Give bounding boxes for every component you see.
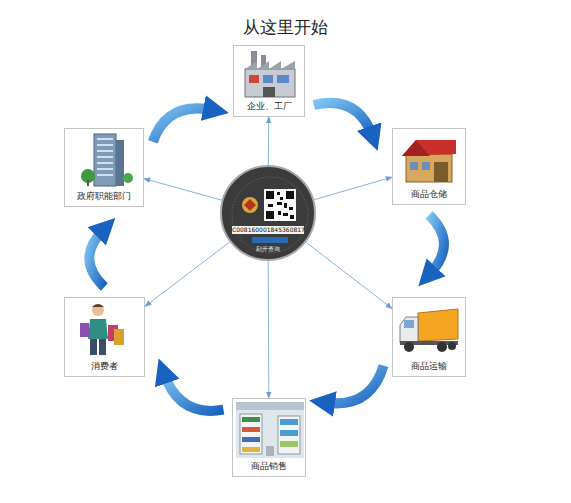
box-label: 政府职能部门 bbox=[65, 191, 143, 202]
process-box: 商品仓储 bbox=[392, 128, 466, 205]
scratch-label: 刮开查询 bbox=[222, 245, 314, 253]
process-box: 商品销售 bbox=[232, 398, 306, 477]
leader-arrow bbox=[314, 177, 392, 199]
flow-arrow bbox=[429, 215, 444, 275]
factory-icon bbox=[237, 49, 303, 101]
warehouse-icon bbox=[396, 132, 462, 186]
building-icon bbox=[68, 132, 140, 188]
flow-arrow bbox=[153, 108, 214, 141]
leader-arrow bbox=[268, 261, 270, 398]
box-label: 商品仓储 bbox=[393, 189, 465, 200]
flow-arrow bbox=[325, 366, 384, 404]
box-label: 商品运输 bbox=[393, 361, 465, 372]
diagram-title: 从这里开始 bbox=[0, 16, 571, 39]
box-label: 消费者 bbox=[65, 361, 144, 372]
serial-number: C008160001845360817 bbox=[232, 226, 304, 234]
leader-arrow bbox=[306, 242, 392, 308]
process-box: 政府职能部门 bbox=[64, 128, 144, 207]
flow-arrow bbox=[164, 373, 224, 411]
process-box: 消费者 bbox=[64, 297, 145, 377]
truck-icon bbox=[396, 301, 462, 357]
flow-arrow bbox=[89, 229, 104, 287]
leader-arrow bbox=[268, 117, 269, 165]
leader-arrow bbox=[144, 179, 222, 201]
seal-circle: C008160001845360817 刮开查询 bbox=[220, 165, 316, 261]
process-box: 企业、工厂 bbox=[233, 45, 305, 117]
store-icon bbox=[236, 402, 304, 458]
box-label: 商品销售 bbox=[233, 461, 305, 472]
leader-arrow bbox=[145, 242, 230, 306]
shopper-icon bbox=[68, 301, 140, 357]
flow-arrow bbox=[314, 103, 373, 137]
process-box: 商品运输 bbox=[392, 297, 466, 377]
box-label: 企业、工厂 bbox=[234, 101, 304, 112]
